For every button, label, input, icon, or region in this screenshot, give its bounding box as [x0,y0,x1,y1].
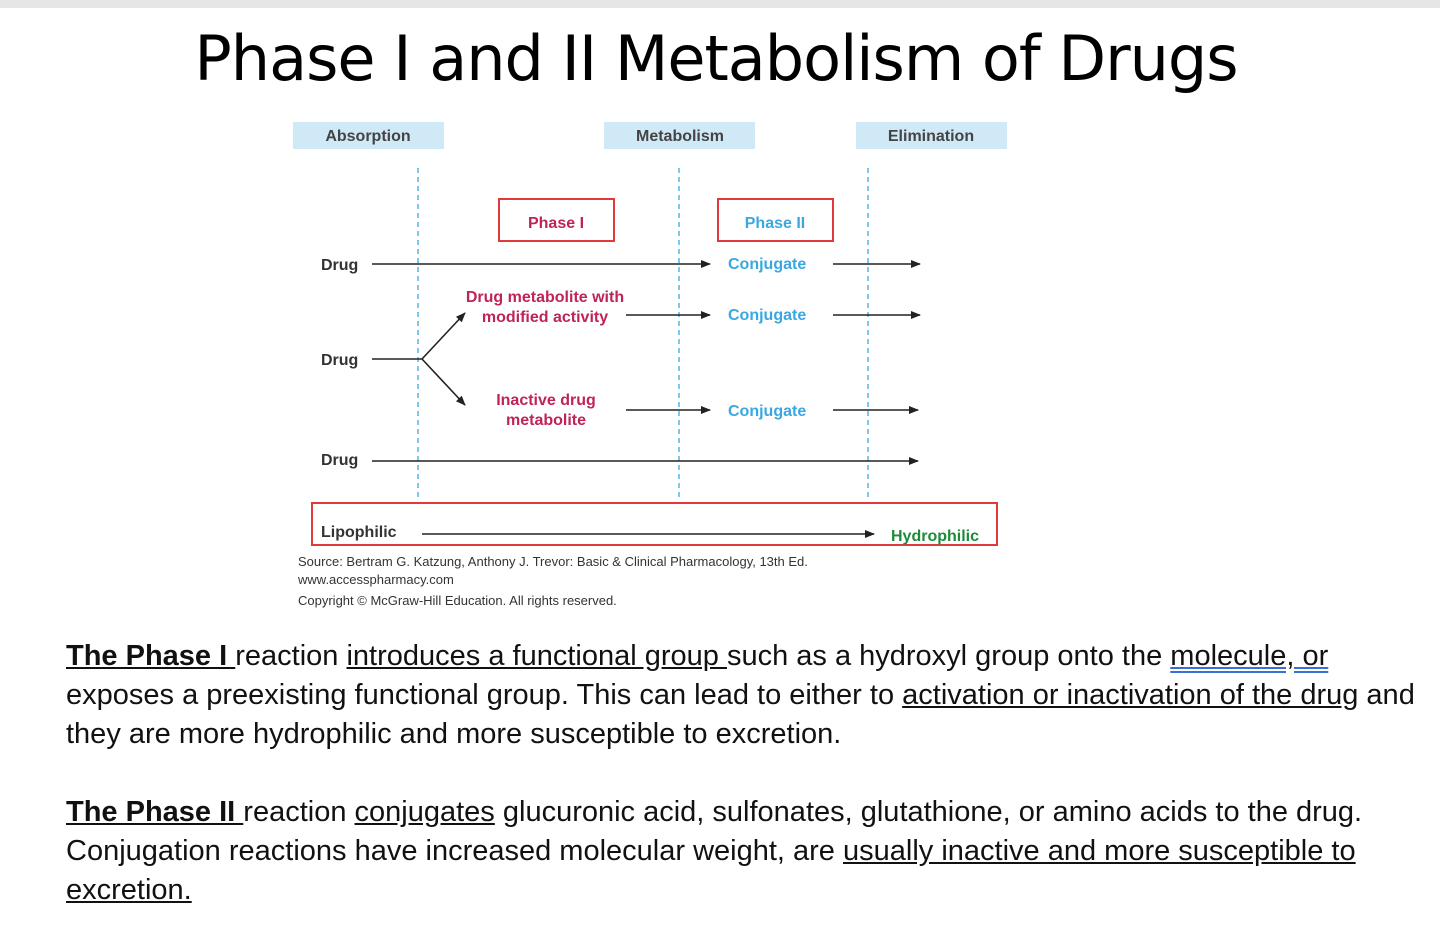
page-title: Phase I and II Metabolism of Drugs [194,22,1238,95]
phase1-text-1: reaction [235,640,347,672]
phase1-text-2: introduces a functional group [346,640,727,672]
metabolite-inactive-line1: Inactive drug [496,392,596,409]
phase2-label: Phase II [745,215,805,232]
phase1-text-5: exposes a preexisting functional group. … [66,679,903,711]
source-copyright: Copyright © McGraw-Hill Education. All r… [298,593,617,608]
phase1-box [498,198,615,242]
source-citation: Source: Bertram G. Katzung, Anthony J. T… [298,554,808,569]
hydrophilic-label: Hydrophilic [891,528,979,545]
phase1-heading: The Phase I [66,640,236,672]
section-label-metabolism: Metabolism [636,128,724,145]
phase1-text-4: molecule, or [1170,640,1329,672]
metabolite-inactive-line2: metabolite [506,412,586,429]
phase2-text-3: glucuronic acid, sulfonates, glutathione… [66,796,1363,867]
phase1-text-6: activation or inactivation of the drug [902,679,1359,711]
arrow-branch-up [421,312,466,360]
drug-label-1: Drug [321,257,358,274]
arrow-branch-down [421,358,466,406]
conjugate-label-2: Conjugate [728,307,806,324]
phase2-text-1: reaction [243,796,355,828]
drug-label-3: Drug [321,452,358,469]
source-url: www.accesspharmacy.com [297,572,454,587]
conjugate-label-1: Conjugate [728,256,806,273]
section-label-absorption: Absorption [325,128,410,145]
phase1-label: Phase I [528,215,584,232]
metabolite-active-line2: modified activity [482,309,608,326]
phase2-text-4: usually inactive and more susceptible to… [66,835,1356,906]
section-box-metabolism [604,122,755,149]
phase1-text-7: and they are more hydrophilic and more s… [66,679,1415,750]
phase2-heading: The Phase II [66,796,244,828]
polarity-box [311,502,998,546]
phase1-paragraph: The Phase I reaction introduces a functi… [66,637,1416,754]
metabolite-active-line1: Drug metabolite with [466,289,624,306]
section-box-absorption [293,122,444,149]
phase1-text-3: such as a hydroxyl group onto the [726,640,1171,672]
section-label-elimination: Elimination [888,128,974,145]
phase2-paragraph: The Phase II reaction conjugates glucuro… [66,793,1416,910]
section-box-elimination [856,122,1007,149]
conjugate-label-3: Conjugate [728,403,806,420]
lipophilic-label: Lipophilic [321,524,397,541]
phase2-text-2: conjugates [354,796,495,828]
phase2-box [717,198,834,242]
top-border [0,0,1440,8]
drug-label-2: Drug [321,352,358,369]
